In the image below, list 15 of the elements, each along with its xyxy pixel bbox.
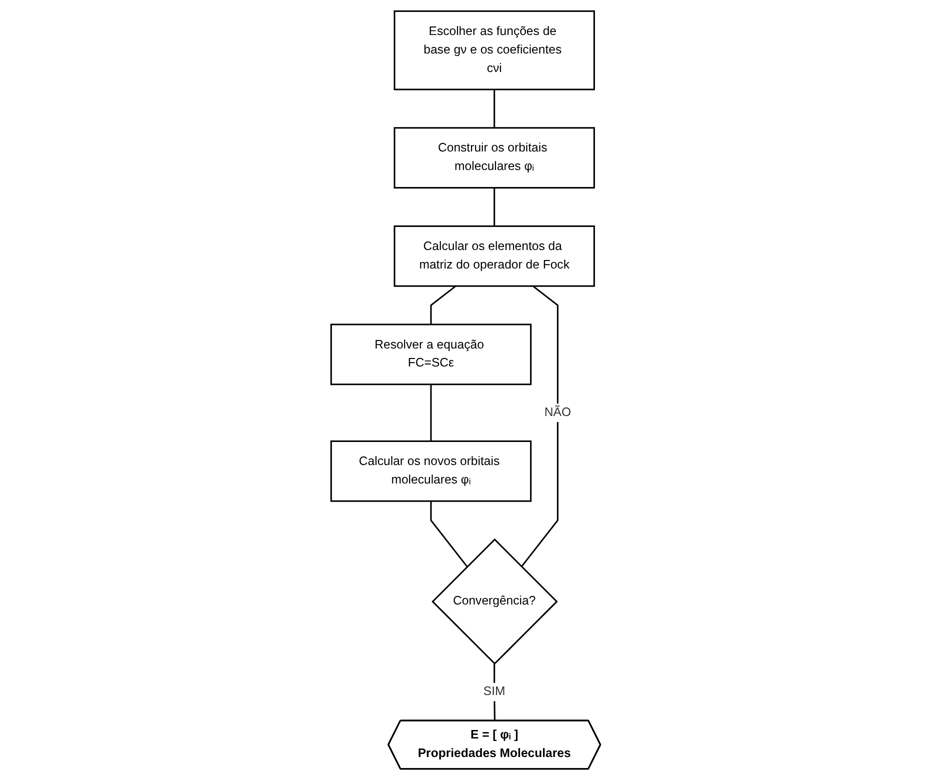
connector [430,501,468,568]
connector [494,664,496,721]
node-diamond: Convergência? [432,538,558,665]
node-box: Calcular os novos orbitais moleculares φᵢ [330,440,532,502]
node-box: Escolher as funções de base gν e os coeficientes cνi [394,10,596,90]
node-box: Resolver a equação FC=SCε [330,324,532,386]
connector [494,188,496,226]
connector [430,285,456,324]
edge-label: SIM [484,685,506,698]
node-box: Construir os orbitais moleculares φᵢ [394,127,596,189]
connector [430,384,432,442]
connector [494,89,496,128]
node-box: Calcular os elementos da matriz do operador de Fock [394,225,596,287]
edge-label: NÃO [544,406,572,419]
connector [521,285,559,568]
